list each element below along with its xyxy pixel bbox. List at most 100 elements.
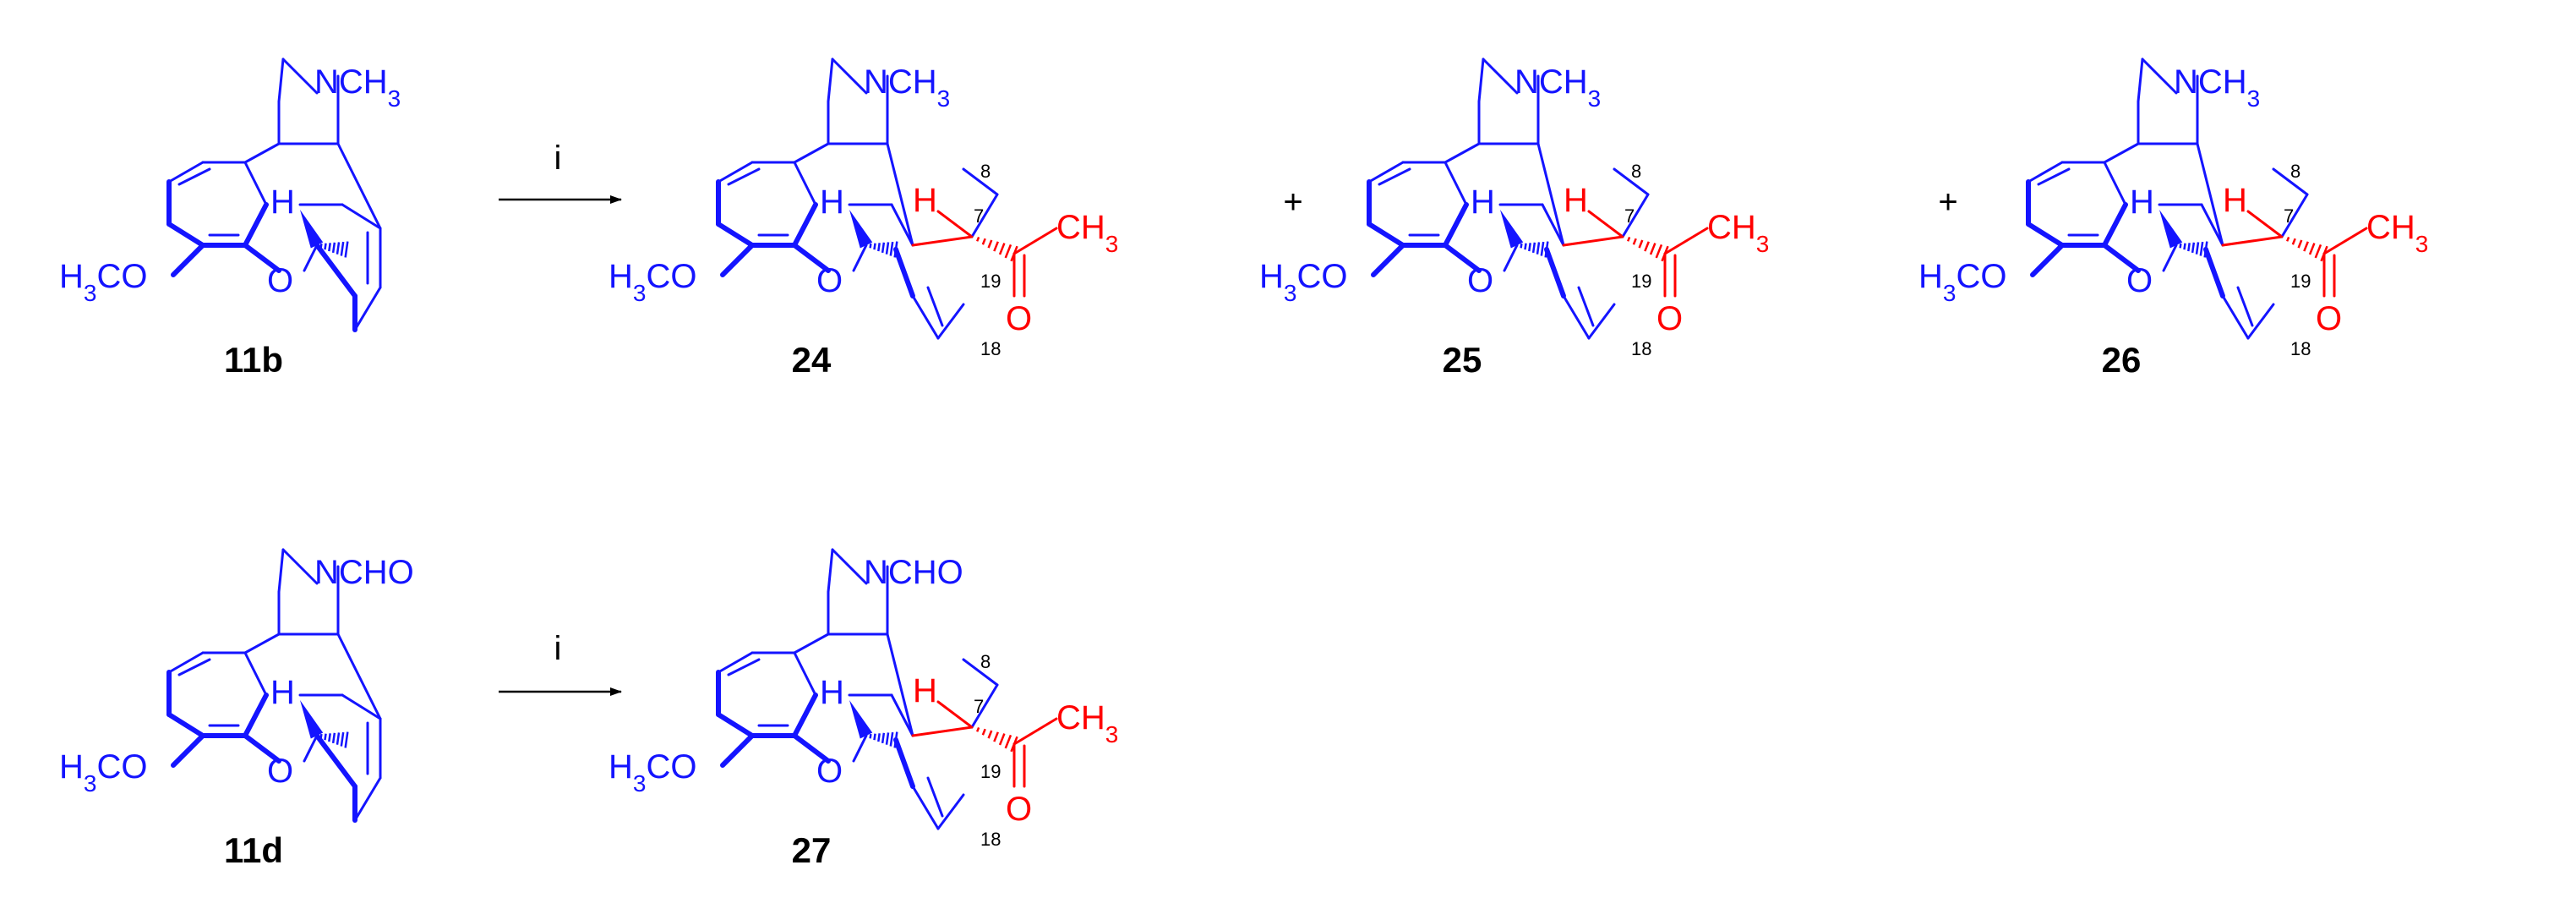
bond (890, 203, 914, 247)
hash-stroke (2303, 241, 2309, 252)
aromatic-bond (243, 161, 268, 206)
bond (1544, 247, 1566, 298)
bond (1613, 167, 1650, 196)
alkene-inner-bond (2236, 286, 2254, 327)
hash-stroke (1528, 243, 1531, 252)
bridge-hydrogen-label: H (913, 672, 937, 709)
aromatic-bond (1444, 161, 1468, 206)
bond (831, 548, 868, 585)
position-19-label: 19 (1631, 271, 1651, 292)
hash-stroke (873, 243, 876, 250)
bond (970, 683, 999, 729)
bridge-bond (2246, 210, 2284, 238)
alkene-inner-bond (926, 286, 944, 327)
bond (353, 286, 382, 331)
position-19-label: 19 (2290, 271, 2311, 292)
hash-stroke (881, 242, 886, 254)
bond (852, 734, 868, 763)
hashed-bond (1627, 236, 1669, 262)
bond (893, 737, 915, 789)
aromatic-bond (792, 693, 818, 738)
wedge-bond (849, 210, 873, 249)
bond (893, 247, 915, 298)
oxygen-label: O (2126, 262, 2153, 299)
bond (2141, 57, 2178, 95)
aromatic-bond (1367, 222, 1405, 248)
bond (1621, 193, 1650, 238)
bond (341, 203, 382, 230)
aromatic-bond (243, 651, 268, 697)
bond (2200, 203, 2224, 247)
hash-stroke (889, 731, 894, 747)
bond (1444, 142, 1481, 164)
aromatic-bond (717, 651, 754, 674)
compound-label: 27 (792, 830, 832, 870)
alkene-inner-bond (926, 776, 944, 818)
hydrogen-label: H (270, 674, 295, 711)
hash-stroke (2191, 242, 2196, 254)
aromatic-bond (1367, 161, 1405, 183)
oxygen-label: O (267, 262, 293, 299)
hash-stroke (2286, 236, 2290, 242)
methoxy-label: H3CO (1259, 258, 1347, 306)
bond (1477, 57, 1485, 103)
bond (962, 658, 999, 687)
hash-stroke (1520, 243, 1523, 249)
aromatic-bond (792, 202, 818, 248)
hash-stroke (1632, 238, 1637, 245)
aromatic-bond (2102, 202, 2128, 248)
bond (2246, 303, 2275, 340)
hydrogen-label: H (270, 183, 295, 221)
hash-stroke (2314, 244, 2322, 259)
hash-stroke (1004, 244, 1012, 259)
position-19-label: 19 (980, 761, 1001, 782)
bond (336, 632, 382, 720)
bond (936, 303, 965, 340)
n-substituent-label: NCH3 (1514, 63, 1601, 112)
wedge-bond (300, 700, 324, 739)
oxygen-label: O (816, 262, 843, 299)
bond (314, 243, 357, 298)
hashed-bond (976, 726, 1018, 753)
wedge-bond (849, 700, 873, 739)
furan-bond (792, 733, 831, 764)
ketone-methyl-label: CH3 (1056, 699, 1118, 747)
methoxy-bond (171, 243, 205, 277)
aromatic-inner-bond (177, 167, 211, 186)
methoxy-label: H3CO (59, 748, 147, 797)
compound-label: 24 (792, 340, 832, 380)
oxygen-label: O (816, 753, 843, 790)
n-substituent-label: NCH3 (314, 63, 401, 112)
position-8-label: 8 (980, 651, 991, 672)
hash-stroke (1638, 239, 1644, 249)
hashed-bond (2286, 236, 2328, 262)
hash-stroke (885, 242, 890, 255)
hashed-bond (319, 241, 349, 258)
n-substituent-label: NCH3 (2174, 63, 2260, 112)
furan-bond (1443, 243, 1482, 273)
bond (2103, 142, 2140, 164)
hash-stroke (1540, 241, 1545, 256)
n-substituent-label: NCHO (314, 554, 414, 591)
bond (1503, 244, 1519, 272)
hash-stroke (1649, 243, 1656, 255)
position-18-label: 18 (2290, 338, 2311, 359)
bond (831, 57, 868, 95)
hydrogen-label: H (2130, 183, 2154, 221)
bond (277, 57, 285, 103)
aromatic-inner-bond (727, 167, 761, 186)
oxygen-label: O (267, 753, 293, 790)
bond (314, 733, 357, 789)
bridge-hydrogen-label: H (913, 182, 937, 219)
aromatic-bond (167, 651, 205, 674)
hash-stroke (998, 243, 1006, 255)
hydrogen-label: H (1471, 183, 1495, 221)
bond (793, 142, 830, 164)
position-18-label: 18 (1631, 338, 1651, 359)
hashed-bond (319, 731, 349, 748)
